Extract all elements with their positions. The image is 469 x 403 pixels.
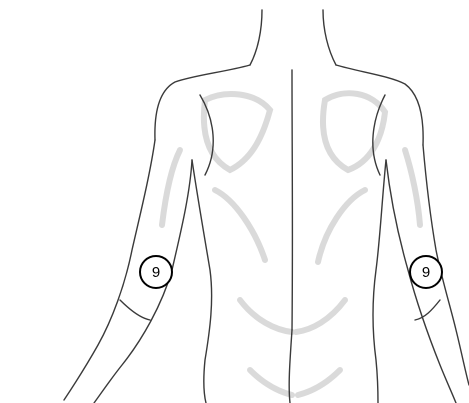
marker-right-label: 9 — [422, 264, 430, 281]
marker-left-elbow: 9 — [139, 255, 173, 289]
marker-right-elbow: 9 — [409, 255, 443, 289]
body-outline — [64, 10, 469, 403]
marker-left-label: 9 — [152, 264, 160, 281]
